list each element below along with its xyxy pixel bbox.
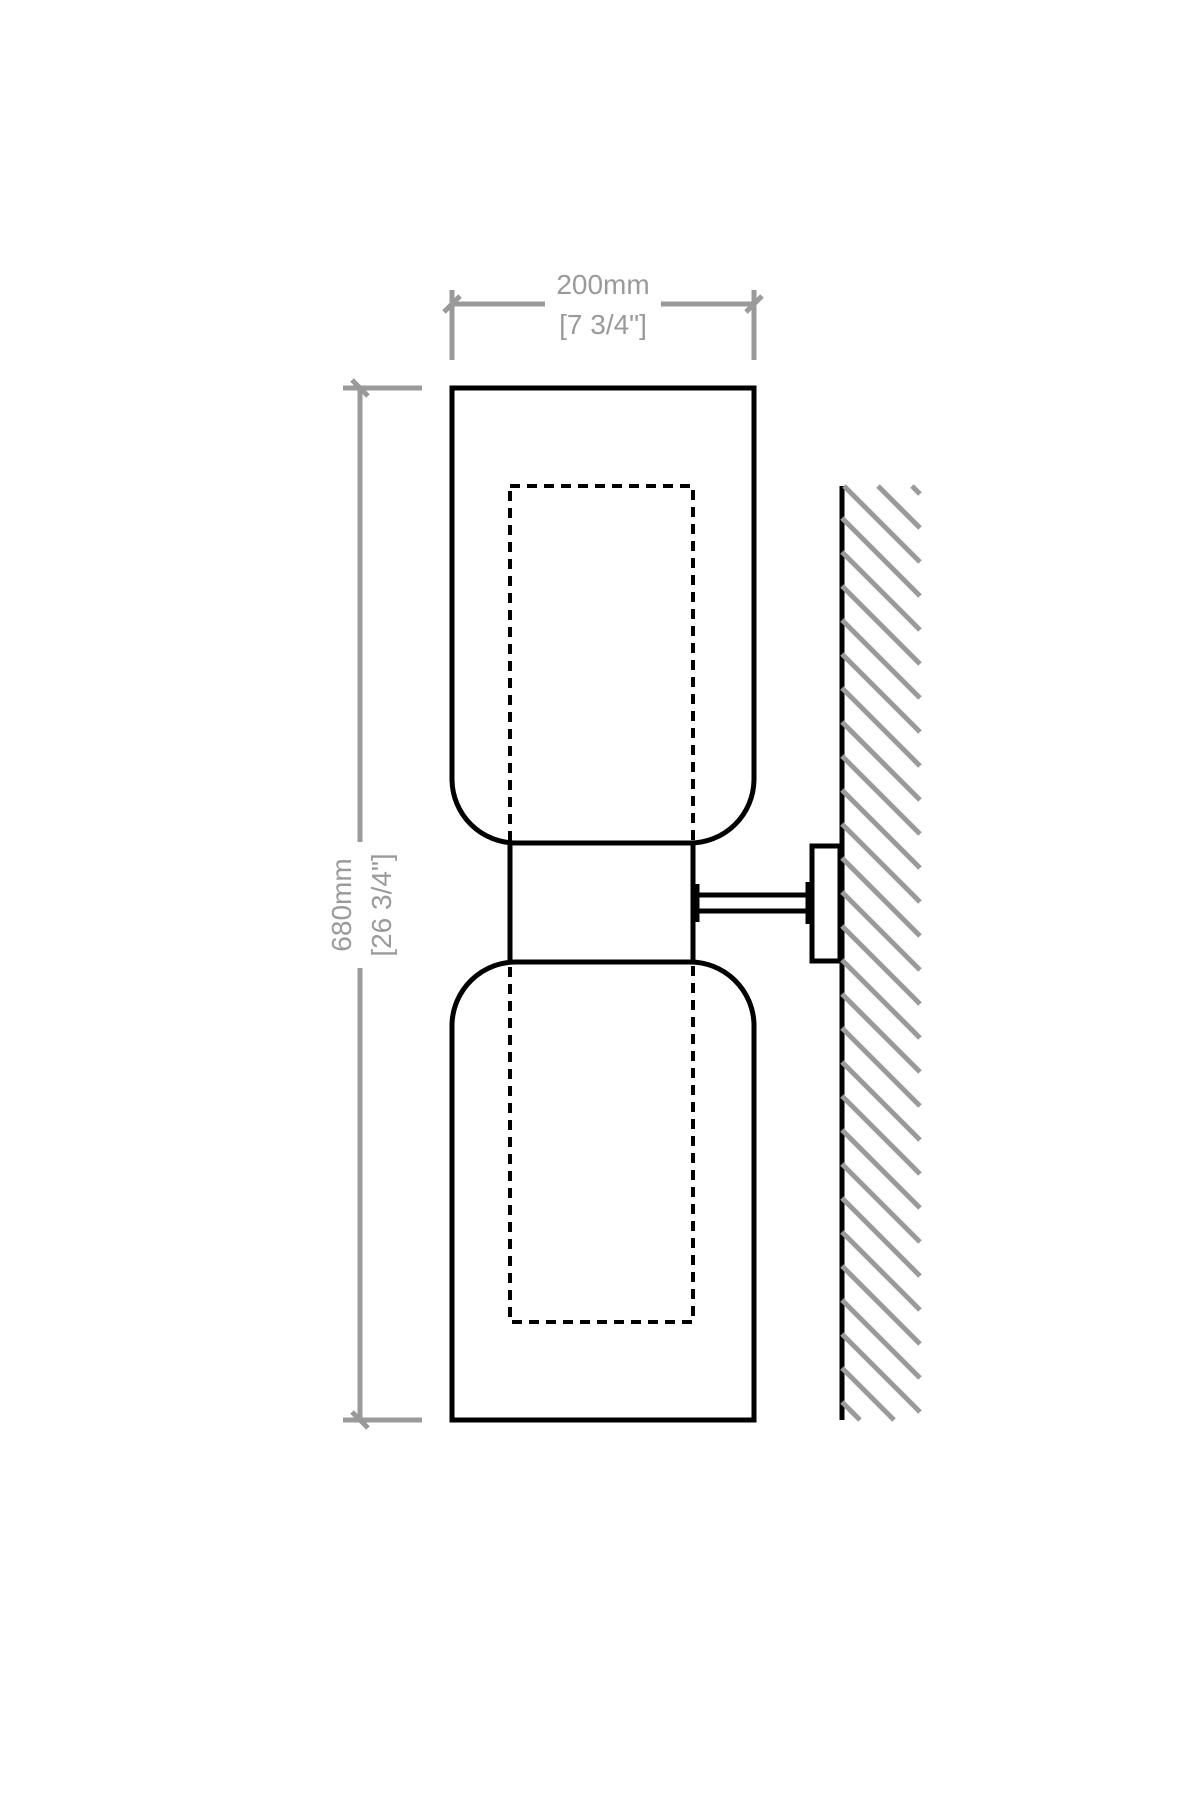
width-tick-left bbox=[442, 294, 462, 314]
wall-hatch-line bbox=[840, 584, 922, 666]
wall-hatch-line bbox=[842, 484, 922, 564]
height-imperial-label: [26 3/4"] bbox=[366, 853, 397, 956]
wall-section bbox=[839, 484, 922, 1422]
wall-hatch-line bbox=[840, 1332, 922, 1414]
wall-hatching bbox=[840, 484, 922, 1422]
mounting-plate bbox=[809, 843, 843, 964]
wall-hatch-line bbox=[840, 516, 922, 598]
wall-hatch-line bbox=[840, 890, 922, 972]
wall-hatch-line bbox=[840, 822, 922, 904]
height-tick-bottom bbox=[350, 1410, 370, 1430]
wall-hatch-line bbox=[840, 1128, 922, 1210]
wall-hatch-line bbox=[840, 1094, 922, 1176]
wall-hatch-line bbox=[910, 484, 922, 496]
wall-hatch-line bbox=[840, 618, 922, 700]
wall-hatch-line bbox=[840, 1366, 896, 1422]
lower-shade-outline bbox=[449, 959, 757, 1423]
mount-arm bbox=[694, 892, 815, 914]
lamp-body bbox=[449, 385, 757, 1423]
wall-hatch-line bbox=[840, 1230, 922, 1312]
wall-hatch-line bbox=[840, 924, 922, 1006]
wall-hatch-line bbox=[840, 958, 922, 1040]
height-metric-label: 680mm bbox=[326, 858, 357, 951]
width-dimension: 200mm [7 3/4"] bbox=[442, 269, 764, 360]
wall-hatch-line bbox=[840, 1196, 922, 1278]
wall-hatch-line bbox=[840, 992, 922, 1074]
wall-hatch-line bbox=[840, 788, 922, 870]
wall-hatch-line bbox=[876, 484, 922, 530]
wall-hatch-line bbox=[840, 856, 922, 938]
wall-hatch-line bbox=[840, 720, 922, 802]
wall-hatch-line bbox=[840, 686, 922, 768]
hidden-inner-outline bbox=[508, 484, 695, 1324]
width-imperial-label: [7 3/4"] bbox=[559, 309, 647, 340]
width-metric-label: 200mm bbox=[556, 269, 649, 300]
upper-shade-outline bbox=[449, 385, 757, 846]
wall-hatch-line bbox=[840, 1400, 862, 1422]
width-tick-right bbox=[744, 294, 764, 314]
wall-hatch-line bbox=[840, 1264, 922, 1346]
wall-hatch-line bbox=[840, 1060, 922, 1142]
wall-hatch-line bbox=[840, 1298, 922, 1380]
wall-hatch-line bbox=[840, 1026, 922, 1108]
wall-hatch-line bbox=[840, 550, 922, 632]
height-tick-top bbox=[350, 378, 370, 398]
wall-hatch-line bbox=[840, 754, 922, 836]
wall-hatch-line bbox=[840, 1162, 922, 1244]
height-dimension: 680mm [26 3/4"] bbox=[326, 378, 422, 1430]
wall-hatch-line bbox=[840, 652, 922, 734]
wall-mount bbox=[694, 843, 843, 964]
